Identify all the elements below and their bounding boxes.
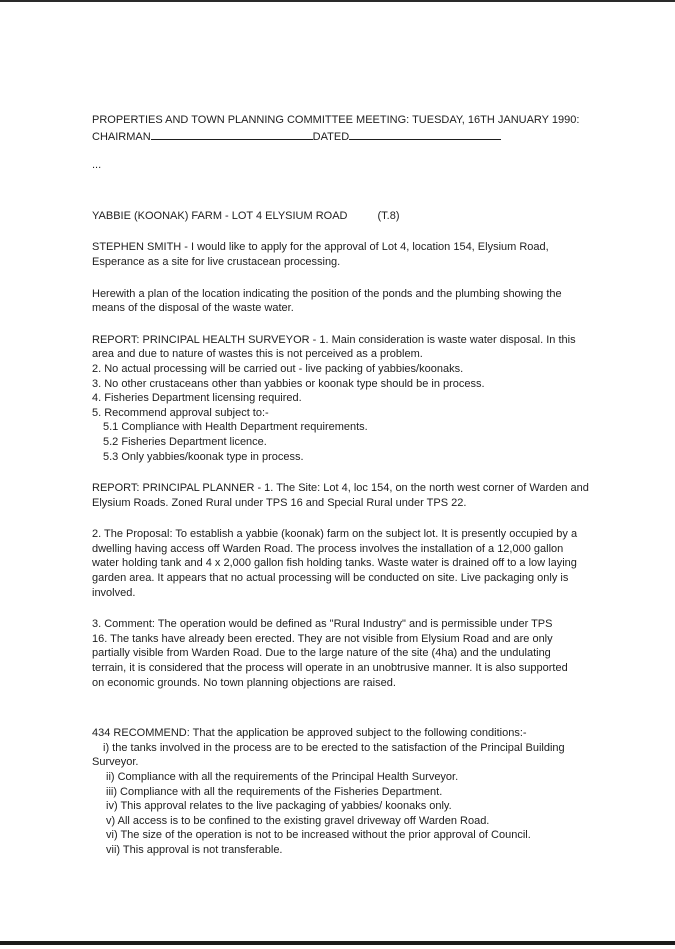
- item-reference: (T.8): [377, 209, 400, 222]
- paragraph-line: means of the disposal of the waste water…: [92, 302, 294, 315]
- report-sub-item: 5.1 Compliance with Health Department re…: [103, 421, 368, 434]
- application-paragraph: STEPHEN SMITH - I would like to apply fo…: [92, 240, 592, 269]
- report-line: partially visible from Warden Road. Due …: [92, 647, 551, 660]
- scan-bottom-edge: [0, 941, 675, 945]
- report-line: on economic grounds. No town planning ob…: [92, 676, 396, 689]
- report-line: Elysium Roads. Zoned Rural under TPS 16 …: [92, 496, 467, 509]
- report-line: REPORT: PRINCIPAL PLANNER - 1. The Site:…: [92, 482, 589, 495]
- paragraph-line: STEPHEN SMITH - I would like to apply fo…: [92, 241, 549, 254]
- paragraph-line: Herewith a plan of the location indicati…: [92, 287, 562, 300]
- recommendation-intro: 434 RECOMMEND: That the application be a…: [92, 727, 527, 740]
- planner-site: REPORT: PRINCIPAL PLANNER - 1. The Site:…: [92, 481, 592, 510]
- scan-top-edge: [0, 0, 675, 2]
- dated-blank: [349, 128, 502, 140]
- report-line: 2. The Proposal: To establish a yabbie (…: [92, 528, 578, 541]
- dated-label: DATED: [312, 130, 350, 143]
- report-line: involved.: [92, 586, 136, 599]
- health-surveyor-report: REPORT: PRINCIPAL HEALTH SURVEYOR - 1. M…: [92, 333, 592, 464]
- condition-item: vi) The size of the operation is not to …: [106, 829, 531, 842]
- condition-item: iv) This approval relates to the live pa…: [106, 800, 452, 813]
- report-line: 5. Recommend approval subject to:-: [92, 406, 269, 419]
- condition-item: vii) This approval is not transferable.: [106, 843, 283, 856]
- condition-item: ii) Compliance with all the requirements…: [106, 771, 459, 783]
- report-line: terrain, it is considered that the proce…: [92, 662, 568, 675]
- document-page: PROPERTIES AND TOWN PLANNING COMMITTEE M…: [92, 113, 592, 858]
- ellipsis: ...: [92, 159, 102, 172]
- report-line: water holding tank and 4 x 2,000 gallon …: [92, 557, 577, 570]
- item-heading: YABBIE (KOONAK) FARM - LOT 4 ELYSIUM ROA…: [92, 209, 592, 224]
- paragraph-line: Esperance as a site for live crustacean …: [92, 255, 341, 268]
- recommendation: 434 RECOMMEND: That the application be a…: [92, 726, 592, 857]
- planner-comment: 3. Comment: The operation would be defin…: [92, 617, 592, 690]
- report-line: 16. The tanks have already been erected.…: [92, 632, 553, 645]
- condition-item: i) the tanks involved in the process are…: [103, 741, 565, 754]
- condition-item-continued: Surveyor.: [92, 756, 139, 769]
- report-line: 3. No other crustaceans other than yabbi…: [92, 377, 485, 390]
- report-line: REPORT: PRINCIPAL HEALTH SURVEYOR - 1. M…: [92, 333, 576, 346]
- plan-paragraph: Herewith a plan of the location indicati…: [92, 287, 592, 316]
- report-line: 2. No actual processing will be carried …: [92, 362, 464, 375]
- chairman-label: CHAIRMAN: [92, 130, 151, 143]
- report-sub-item: 5.2 Fisheries Department licence.: [103, 435, 267, 448]
- chairman-blank: [150, 128, 313, 140]
- signature-line: CHAIRMAN DATED: [92, 128, 592, 145]
- report-line: area and due to nature of wastes this is…: [92, 348, 423, 361]
- report-line: 3. Comment: The operation would be defin…: [92, 618, 553, 631]
- report-line: garden area. It appears that no actual p…: [92, 572, 569, 585]
- planner-proposal: 2. The Proposal: To establish a yabbie (…: [92, 527, 592, 600]
- item-title: YABBIE (KOONAK) FARM - LOT 4 ELYSIUM ROA…: [92, 209, 348, 222]
- condition-item: iii) Compliance with all the requirement…: [106, 785, 443, 798]
- report-sub-item: 5.3 Only yabbies/koonak type in process.: [103, 450, 304, 463]
- report-line: 4. Fisheries Department licensing requir…: [92, 392, 302, 405]
- report-line: dwelling having access off Warden Road. …: [92, 542, 564, 555]
- meeting-title: PROPERTIES AND TOWN PLANNING COMMITTEE M…: [92, 114, 580, 126]
- condition-item: v) All access is to be confined to the e…: [106, 814, 490, 827]
